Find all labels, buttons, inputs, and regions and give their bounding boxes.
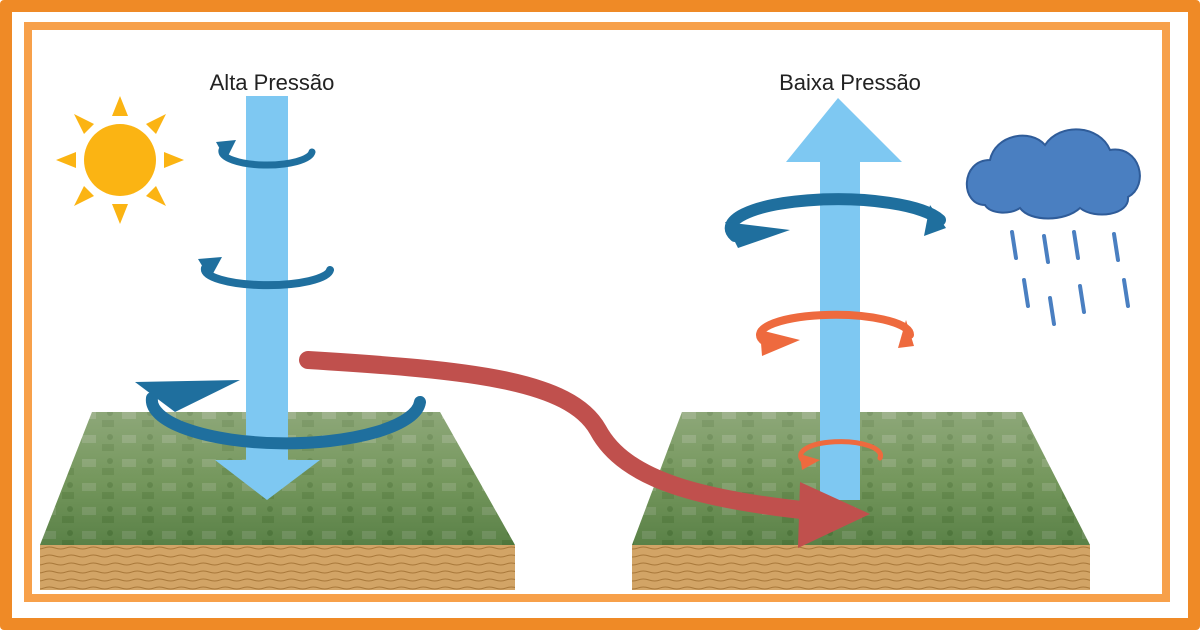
rain-cloud-icon [965, 128, 1141, 326]
high-pressure-label: Alta Pressão [209, 70, 335, 95]
rotation-arrows-right [724, 193, 946, 470]
airflow-arrow [299, 351, 870, 548]
low-pressure-label: Baixa Pressão [779, 70, 921, 95]
rotation-arrows-left [135, 140, 426, 450]
sun-icon [56, 96, 184, 224]
terrain-block-right [632, 412, 1090, 590]
